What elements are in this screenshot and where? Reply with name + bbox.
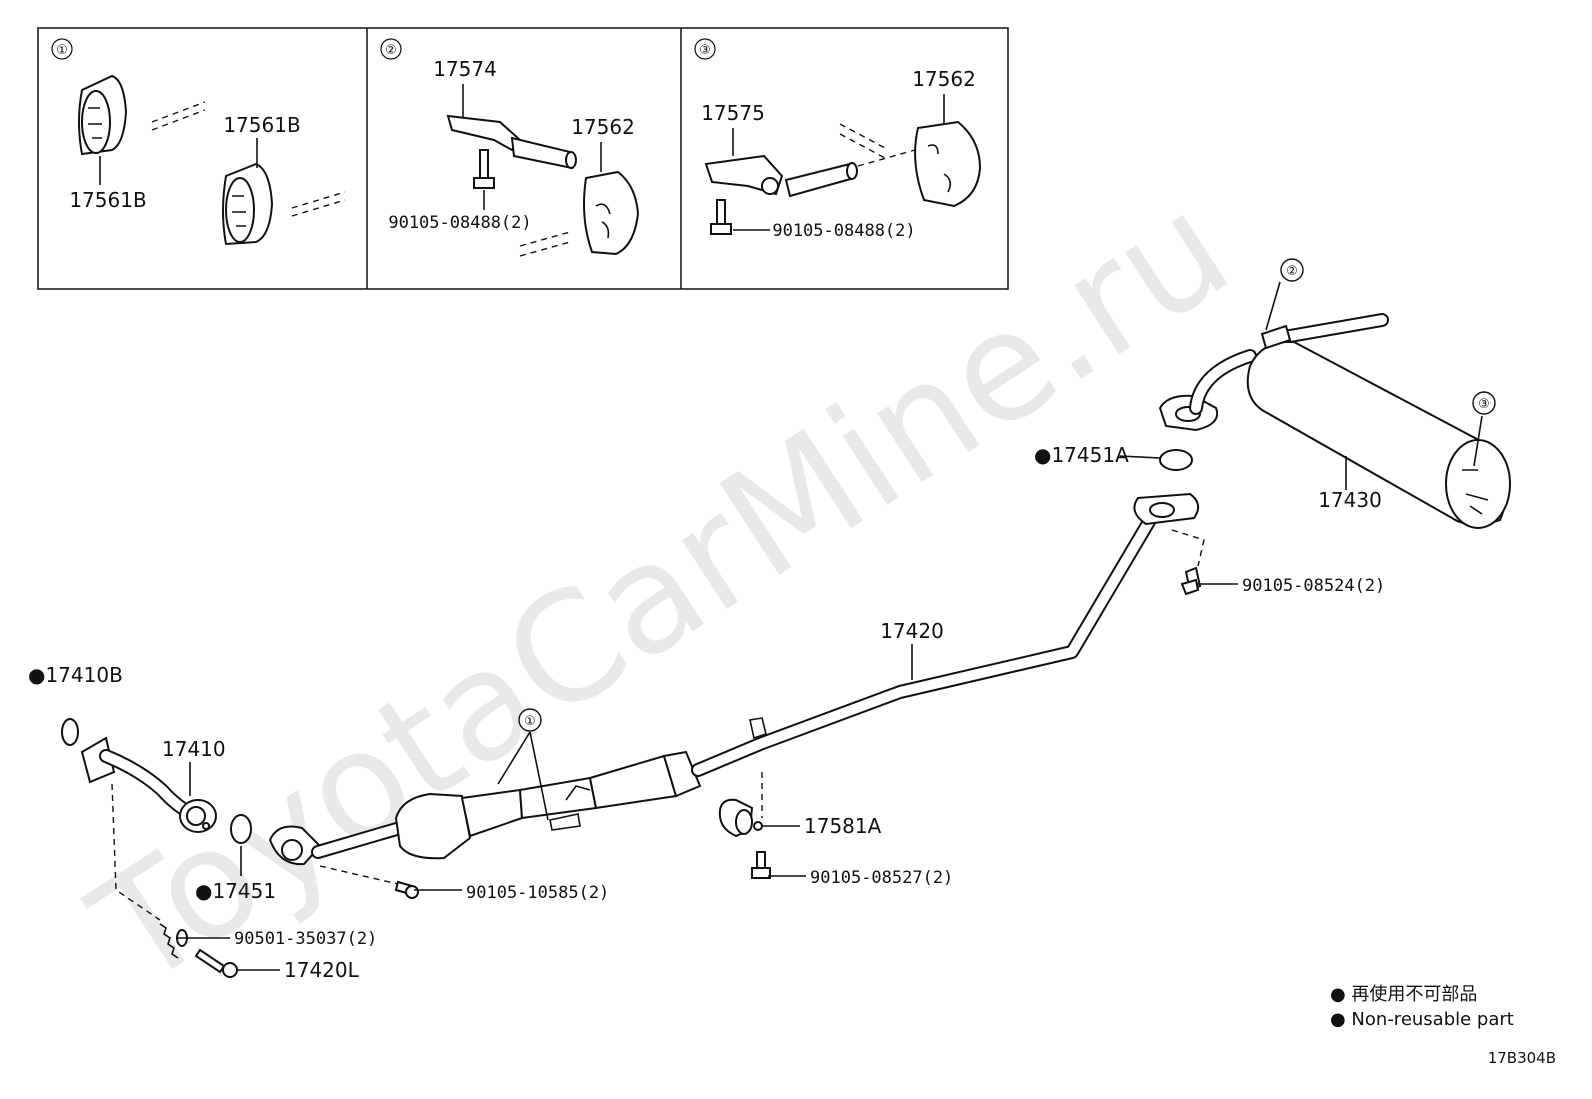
gasket-icon	[61, 718, 79, 746]
part-label: 17561B	[69, 188, 146, 212]
part-label: ●17451	[195, 879, 276, 903]
diagram-code: 17B304B	[1488, 1049, 1556, 1067]
part-label: 90105-08527(2)	[810, 868, 953, 888]
detail-box-1: ① 17561B 17561B	[51, 38, 346, 246]
gasket-icon	[1159, 449, 1193, 471]
rubber-hanger-icon	[78, 74, 128, 156]
part-label: 90501-35037(2)	[234, 929, 377, 949]
dash-leader	[111, 783, 161, 921]
detail-box-2: ② 17574 90105-08488(2) 17562	[380, 38, 640, 257]
bolt-icon	[194, 948, 238, 978]
part-label: 17562	[912, 67, 976, 91]
rubber-hanger-icon	[718, 798, 763, 838]
rubber-hanger-icon	[914, 120, 982, 208]
rubber-hanger-icon	[222, 162, 274, 246]
part-label: 17420L	[284, 958, 360, 982]
part-label: 17574	[433, 57, 497, 81]
part-label: 17420	[880, 619, 944, 643]
gasket-icon	[230, 814, 252, 844]
dash-leader	[319, 865, 399, 885]
part-label: 90105-10585(2)	[466, 883, 609, 903]
part-label: 17561B	[223, 113, 300, 137]
muffler	[1158, 313, 1511, 529]
dash-leader	[1171, 529, 1205, 567]
callout-1: ①	[524, 714, 536, 729]
bracket-icon	[704, 154, 858, 198]
part-label: ●17410B	[28, 663, 123, 687]
center-pipe	[691, 492, 1200, 777]
part-label: 17581A	[804, 814, 882, 838]
callout-2: ②	[1286, 264, 1298, 279]
detail-panel	[37, 27, 1009, 290]
part-label: 90105-08524(2)	[1242, 576, 1385, 596]
part-label: 17430	[1318, 488, 1382, 512]
part-label: 90105-08488(2)	[388, 213, 531, 233]
detail-box-3: ③ 17575 90105-08488(2) 17562	[694, 38, 982, 241]
legend-line-en: ● Non-reusable part	[1330, 1009, 1514, 1030]
bolt-icon	[1180, 566, 1202, 596]
part-label: 90105-08488(2)	[772, 221, 915, 241]
part-label: ●17451A	[1034, 443, 1129, 467]
bolt-icon	[473, 149, 495, 189]
part-label: 17562	[571, 115, 635, 139]
detail-box-index: ①	[56, 43, 68, 58]
rubber-hanger-icon	[583, 170, 640, 256]
callout-3: ③	[1478, 397, 1490, 412]
bolt-icon	[710, 199, 732, 235]
detail-box-index: ③	[699, 43, 711, 58]
legend-line-jp: ● 再使用不可部品	[1330, 984, 1477, 1005]
detail-box-index: ②	[385, 43, 397, 58]
bolt-icon	[394, 880, 419, 899]
part-label: 17410	[162, 737, 226, 761]
part-label: 17575	[701, 101, 765, 125]
catalytic-converter	[268, 750, 702, 866]
front-pipe	[80, 736, 217, 833]
bolt-icon	[751, 851, 771, 879]
bracket-icon	[446, 114, 577, 170]
